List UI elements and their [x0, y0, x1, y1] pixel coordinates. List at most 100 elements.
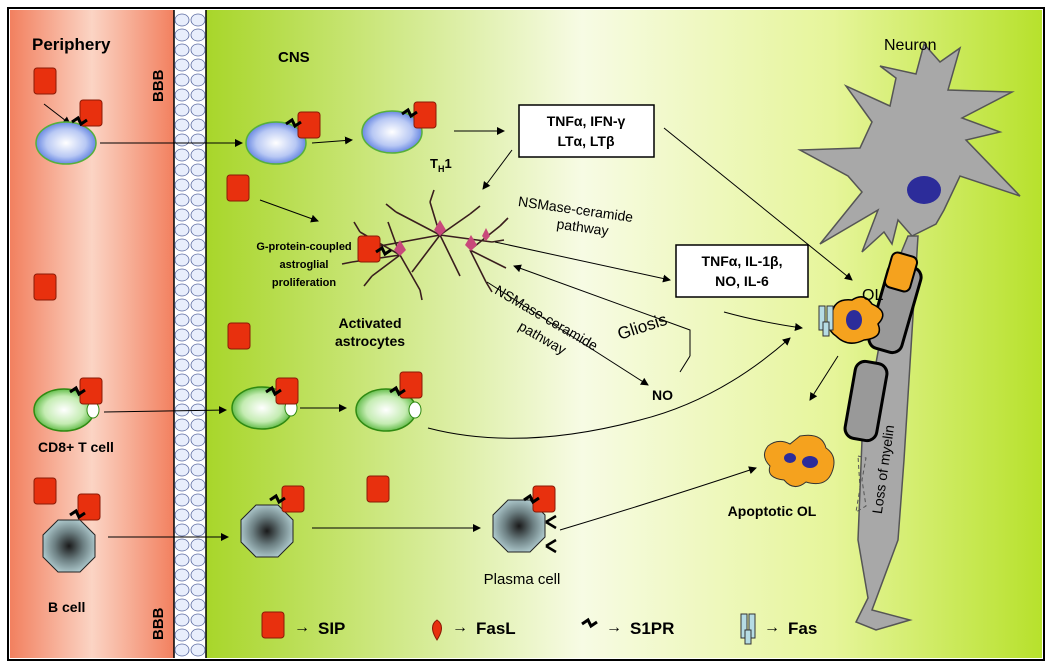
bbb-endothelial-cell [174, 313, 190, 327]
bbb-endothelial-cell [190, 418, 206, 432]
bbb-endothelial-cell [174, 58, 190, 72]
bbb-endothelial-cell [174, 583, 190, 597]
periphery-title: Periphery [32, 35, 111, 54]
b-cell-label: B cell [48, 599, 85, 615]
bbb-endothelial-cell [190, 148, 206, 162]
bbb-endothelial-cell [174, 88, 190, 102]
apoptotic-ol [764, 434, 835, 487]
bbb-endothelial-cell [190, 223, 206, 237]
bbb-endothelial-cell [174, 418, 190, 432]
bbb-endothelial-cell [190, 28, 206, 42]
bbb-endothelial-cell [190, 628, 206, 642]
astro-cytokine-text: NO, IL-6 [715, 273, 769, 289]
bbb-endothelial-cell [190, 178, 206, 192]
astro-cytokine-box [675, 244, 809, 298]
bbb-endothelial-cell [190, 103, 206, 117]
sip-molecule [366, 475, 390, 503]
bbb-endothelial-cell [190, 313, 206, 327]
bbb-endothelial-cell [174, 223, 190, 237]
apoptotic-ol-label: Apoptotic OL [728, 503, 817, 519]
sip-molecule [399, 371, 423, 399]
bbb-endothelial-cell [190, 268, 206, 282]
bbb-endothelial-cell [190, 523, 206, 537]
bbb-endothelial-cell [190, 433, 206, 447]
bbb-barrier [173, 10, 207, 658]
legend-fas-label: Fas [788, 619, 817, 638]
sip-molecule [33, 273, 57, 301]
astro-cytokine-text: TNFα, IL-1β, [702, 253, 783, 269]
bbb-endothelial-cell [174, 28, 190, 42]
bbb-endothelial-cell [190, 298, 206, 312]
bbb-endothelial-cell [174, 268, 190, 282]
th1-cytokine-box [518, 104, 655, 158]
bbb-endothelial-cell [190, 598, 206, 612]
cns-title: CNS [278, 49, 310, 66]
th1-cytokine-text: TNFα, IFN-γ [547, 113, 626, 129]
gpcr-label: G-protein-coupled [256, 241, 351, 253]
no-label: NO [652, 387, 673, 403]
bbb-endothelial-cell [174, 628, 190, 642]
bbb-endothelial-cell [174, 73, 190, 87]
bbb-endothelial-cell [174, 298, 190, 312]
bbb-endothelial-cell [190, 343, 206, 357]
bbb-endothelial-cell [190, 253, 206, 267]
legend: → SIP → FasL → S1PR → Fas [261, 611, 817, 645]
myelin-segment [843, 359, 889, 443]
bbb-endothelial-cell [190, 208, 206, 222]
bbb-endothelial-cell [174, 388, 190, 402]
fas-receptor [818, 305, 834, 337]
bbb-endothelial-cell [190, 88, 206, 102]
bbb-endothelial-cell [190, 478, 206, 492]
bbb-endothelial-cell [174, 508, 190, 522]
neuron-label: Neuron [884, 37, 936, 54]
bbb-endothelial-cell [174, 283, 190, 297]
bbb-endothelial-cell [190, 118, 206, 132]
legend-sip-label: SIP [318, 619, 345, 638]
gpcr-label: proliferation [272, 277, 336, 289]
bbb-endothelial-cell [190, 373, 206, 387]
bbb-endothelial-cell [174, 193, 190, 207]
bbb-endothelial-cell [190, 43, 206, 57]
plasma-cell-label: Plasma cell [484, 571, 561, 588]
astrocytes-label: astrocytes [335, 333, 405, 349]
th-cell-cns [245, 121, 307, 165]
bbb-endothelial-cell [190, 58, 206, 72]
legend-arrow: → [606, 619, 622, 636]
astrocytes-label: Activated [338, 315, 401, 331]
bbb-endothelial-cell [190, 358, 206, 372]
bbb-endothelial-cell [190, 283, 206, 297]
bbb-endothelial-cell [190, 448, 206, 462]
cd8-label: CD8+ T cell [38, 439, 114, 455]
bbb-endothelial-cell [174, 538, 190, 552]
th1-cell [361, 110, 423, 154]
sip-molecule [413, 101, 437, 129]
bbb-endothelial-cell [190, 493, 206, 507]
legend-arrow: → [294, 619, 310, 636]
bbb-endothelial-cell [174, 493, 190, 507]
bbb-endothelial-cell [174, 523, 190, 537]
b-cell-periphery [42, 519, 96, 573]
bbb-endothelial-cell [174, 103, 190, 117]
nsmase-label-top: pathway [556, 215, 610, 238]
legend-fas-symbol [740, 613, 756, 645]
bbb-endothelial-cell [174, 478, 190, 492]
sip-molecule [33, 477, 57, 505]
bbb-endothelial-cell [190, 13, 206, 27]
bbb-endothelial-cell [190, 388, 206, 402]
bbb-endothelial-cell [174, 178, 190, 192]
bbb-endothelial-cell [190, 238, 206, 252]
bbb-endothelial-cell [190, 73, 206, 87]
bbb-endothelial-cell [174, 448, 190, 462]
ol-label: OL [862, 287, 883, 304]
sip-molecule [357, 235, 381, 263]
bbb-endothelial-cell [174, 163, 190, 177]
bbb-label-bottom: BBB [150, 607, 167, 640]
gpcr-label: astroglial [280, 259, 329, 271]
bbb-endothelial-cell [190, 193, 206, 207]
b-cell-cns [240, 504, 294, 558]
bbb-endothelial-cell [190, 643, 206, 657]
bbb-endothelial-cell [174, 208, 190, 222]
bbb-endothelial-cell [174, 568, 190, 582]
bbb-endothelial-cell [174, 463, 190, 477]
